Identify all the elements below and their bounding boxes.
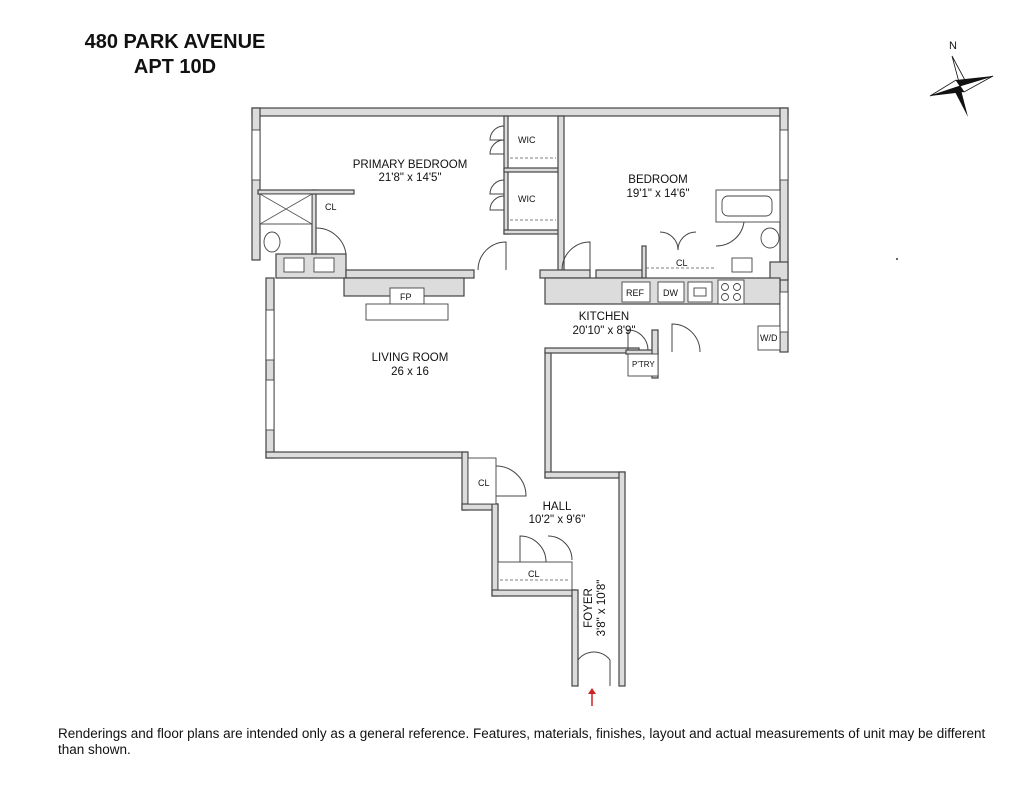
- bedroom-dims: 19'1" x 14'6": [626, 188, 689, 200]
- toilet-icon: [760, 227, 780, 249]
- bedroom-closet-label: CL: [676, 258, 688, 268]
- sink-icon: [313, 257, 335, 273]
- plan-speck: [896, 258, 898, 260]
- interior-walls: [257, 115, 781, 379]
- fireplace: FP: [365, 287, 449, 321]
- primary-bedroom-name: PRIMARY BEDROOM: [353, 159, 468, 171]
- entry-door: [577, 651, 611, 686]
- hall-name: HALL: [543, 501, 572, 513]
- refrigerator-icon: [621, 281, 651, 303]
- sink-icon: [731, 257, 753, 273]
- windows: [251, 129, 789, 431]
- living-closet-label: CL: [478, 478, 490, 488]
- bedroom-bath: CL: [646, 189, 781, 273]
- bath-door: [315, 227, 347, 255]
- listing-title: 480 PARK AVENUE APT 10D: [60, 30, 290, 80]
- kitchen-appliances: REF DW W/D: [621, 279, 781, 353]
- apartment-title: APT 10D: [133, 56, 217, 78]
- wic-upper-label: WIC: [518, 135, 536, 145]
- hall-closet: CL: [497, 535, 573, 591]
- compass-north-label: N: [949, 40, 957, 52]
- address-title: 480 PARK AVENUE: [84, 31, 266, 53]
- cooktop-icon: [717, 279, 745, 305]
- room-labels: PRIMARY BEDROOM 21'8" x 14'5" BEDROOM 19…: [353, 159, 690, 636]
- entry-arrow-icon: [588, 688, 596, 706]
- wic-lower-label: WIC: [518, 194, 536, 204]
- disclaimer-text: Renderings and floor plans are intended …: [58, 726, 986, 757]
- primary-bath-closet-label: CL: [325, 202, 337, 212]
- pantry-label: P'TRY: [632, 360, 655, 369]
- primary-bathroom: CL: [259, 193, 347, 273]
- kitchen-name: KITCHEN: [579, 311, 629, 323]
- living-room-name: LIVING ROOM: [372, 352, 449, 364]
- walk-in-closets: WIC WIC: [477, 125, 591, 271]
- primary-bedroom-dims: 21'8" x 14'5": [378, 172, 441, 184]
- fireplace-label: FP: [400, 292, 412, 302]
- washer-dryer-icon: [757, 325, 781, 351]
- washer-dryer-label: W/D: [760, 333, 778, 343]
- compass-rose-icon: N: [929, 40, 994, 117]
- living-room-dims: 26 x 16: [391, 366, 429, 378]
- foyer-dims: 3'8" x 10'8": [596, 580, 608, 637]
- hall-dims: 10'2" x 9'6": [529, 514, 586, 526]
- living-closet: CL: [467, 457, 527, 505]
- sink-icon: [283, 257, 305, 273]
- bedroom-name: BEDROOM: [628, 174, 687, 186]
- toilet-icon: [263, 231, 281, 253]
- dishwasher-label: DW: [663, 288, 678, 298]
- pantry: P'TRY: [627, 329, 659, 377]
- refrigerator-label: REF: [626, 288, 645, 298]
- hall-closet-label: CL: [528, 569, 540, 579]
- kitchen-dims: 20'10" x 8'9": [572, 325, 635, 337]
- foyer-name: FOYER: [583, 588, 595, 628]
- dishwasher-icon: [657, 281, 685, 303]
